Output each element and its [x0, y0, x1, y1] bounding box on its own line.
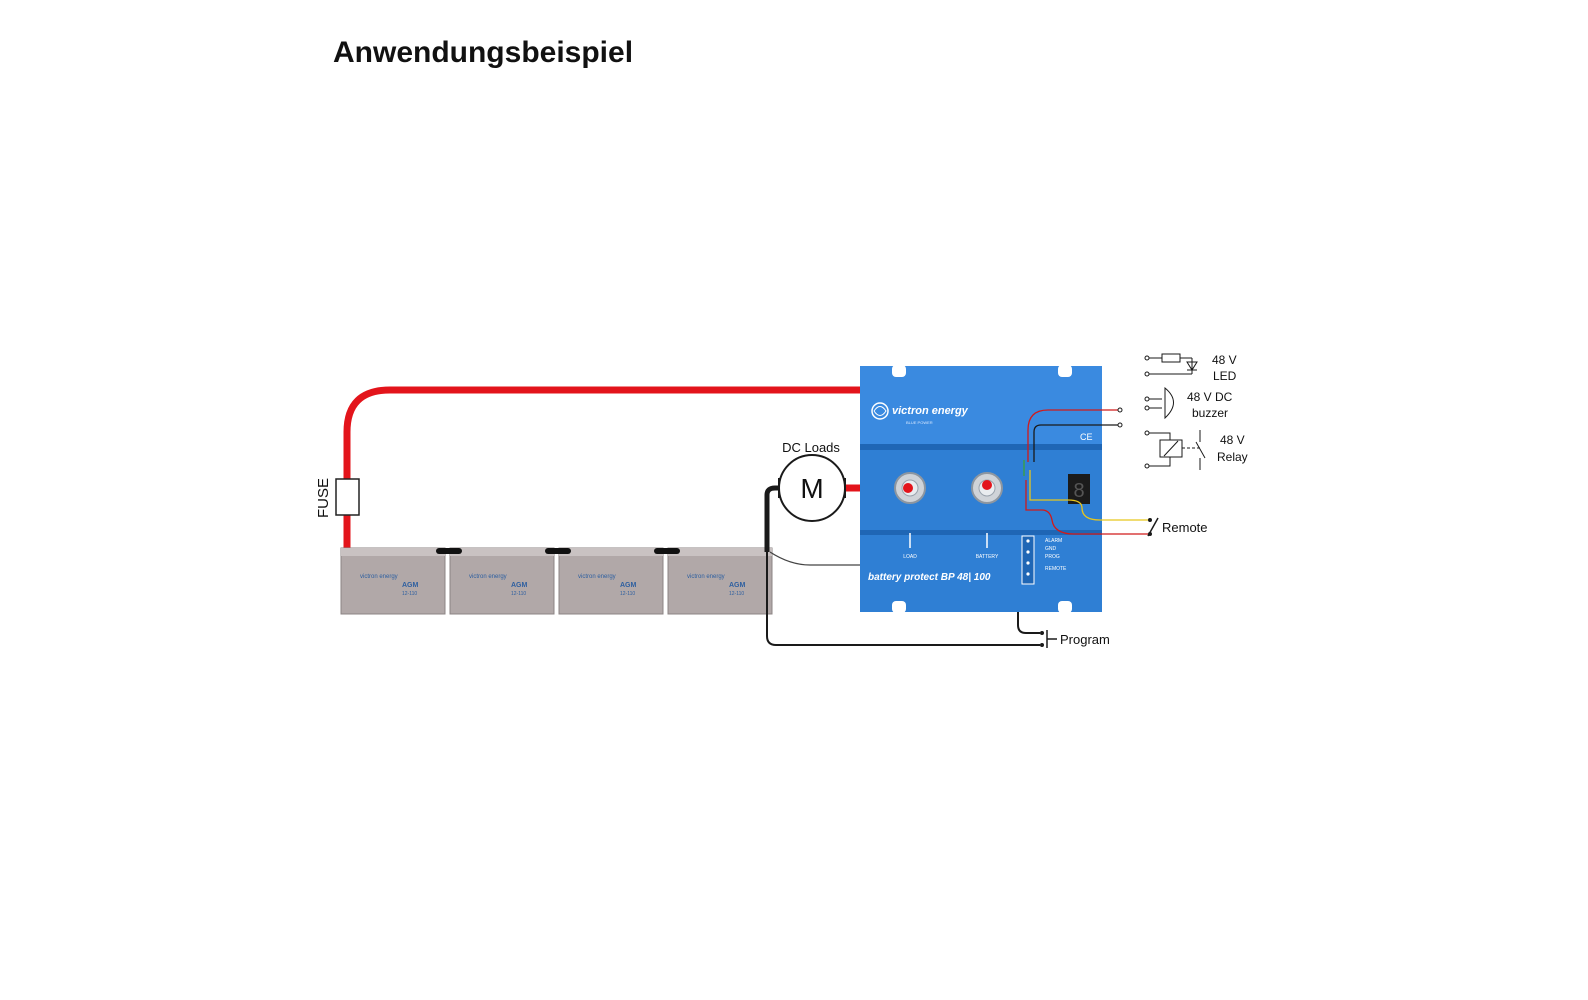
negative-load-cable: [764, 485, 790, 552]
battery-terminal-label: BATTERY: [976, 554, 999, 560]
load-terminal-label: LOAD: [903, 554, 917, 560]
device-brand: victron energy: [892, 405, 969, 417]
relay-voltage-label: 48 V: [1220, 433, 1245, 447]
led-voltage-label: 48 V: [1212, 353, 1237, 367]
battery: victron energy AGM 12-110: [449, 547, 555, 615]
io-terminal-block: [1021, 535, 1035, 585]
dc-load-motor: M DC Loads: [778, 440, 846, 522]
battery-brand: victron energy: [687, 574, 725, 580]
battery-link: [654, 548, 680, 554]
program-button: Program: [1040, 630, 1110, 648]
remote-label: Remote: [1162, 520, 1208, 535]
status-display: [1068, 474, 1090, 504]
buzzer-name-label: buzzer: [1192, 406, 1228, 420]
battery-type: AGM: [620, 582, 637, 589]
program-wire-prog: [1017, 489, 1040, 634]
battery-type: AGM: [402, 582, 419, 589]
remote-wire-yellow: [1029, 470, 1148, 521]
battery-type: AGM: [729, 582, 746, 589]
buzzer-symbol: 48 V DC buzzer: [1144, 386, 1233, 420]
program-label: Program: [1060, 632, 1110, 647]
motor-symbol: M: [800, 473, 823, 504]
battery-bank: victron energy AGM 12-110 victron energy…: [340, 547, 773, 615]
battery-rating: 12-110: [620, 591, 635, 597]
terminal-label-gnd: GND: [1045, 546, 1057, 552]
battery-link: [545, 548, 571, 554]
battery: victron energy AGM 12-110: [558, 547, 664, 615]
terminal-label-prog: PROG: [1045, 554, 1060, 560]
battery-brand: victron energy: [469, 574, 507, 580]
victron-logo-icon: [871, 402, 889, 420]
battery: victron energy AGM 12-110: [667, 547, 773, 615]
alarm-wire-black: [1033, 424, 1118, 462]
battery: victron energy AGM 12-110: [340, 547, 446, 615]
battery-rating: 12-110: [729, 591, 744, 597]
battery-rating: 12-110: [402, 591, 417, 597]
fuse-label: FUSE: [315, 478, 332, 518]
positive-cable-end: [982, 480, 992, 490]
ce-mark: CE: [1080, 432, 1093, 442]
alarm-wire-red: [1027, 409, 1118, 462]
led-name-label: LED: [1213, 369, 1237, 383]
battery-brand: victron energy: [578, 574, 616, 580]
program-wire-negative: [766, 552, 1040, 646]
buzzer-voltage-label: 48 V DC: [1187, 390, 1233, 404]
remote-switch: Remote: [1147, 517, 1208, 537]
remote-wire-red: [1025, 480, 1148, 535]
load-cable-end: [903, 483, 913, 493]
terminal-label-remote: REMOTE: [1045, 566, 1067, 572]
relay-symbol: 48 V Relay: [1144, 430, 1248, 470]
device-model: battery protect BP 48| 100: [868, 572, 991, 583]
battery-type: AGM: [511, 582, 528, 589]
dc-loads-label: DC Loads: [782, 440, 840, 455]
relay-name-label: Relay: [1217, 450, 1248, 464]
battery-rating: 12-110: [511, 591, 526, 597]
battery-protect-device: victron energy BLUE POWER CE LOAD BATTER…: [860, 365, 1102, 613]
battery-link: [436, 548, 462, 554]
page-title: Anwendungsbeispiel: [333, 36, 634, 69]
battery-brand: victron energy: [360, 574, 398, 580]
led-symbol: 48 V LED: [1144, 353, 1237, 383]
terminal-label-alarm: ALARM: [1045, 538, 1062, 544]
fuse: FUSE: [315, 478, 360, 518]
device-brand-tagline: BLUE POWER: [906, 420, 933, 425]
status-display-digit: 8: [1073, 480, 1084, 502]
